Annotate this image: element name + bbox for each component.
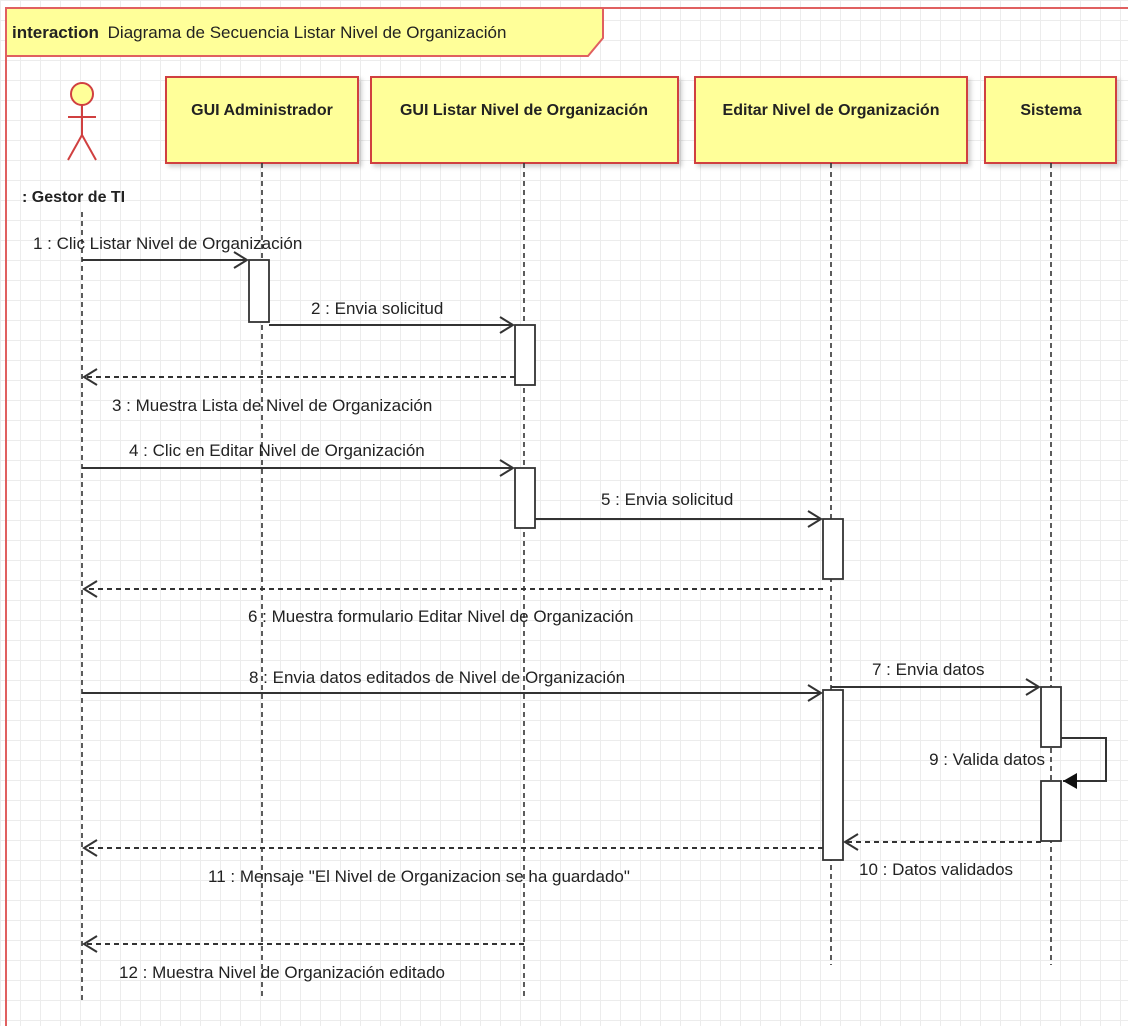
- message-9[interactable]: 9 : Valida datos: [929, 737, 1107, 789]
- message-line: [1061, 737, 1107, 782]
- lifeline-gui-listar[interactable]: GUI Listar Nivel de Organización: [370, 76, 679, 164]
- lifeline-head: [370, 76, 679, 164]
- message-label: 1 : Clic Listar Nivel de Organización: [33, 234, 302, 253]
- message-label: 7 : Envia datos: [872, 660, 984, 679]
- message-label: 10 : Datos validados: [859, 860, 1013, 879]
- lifeline-sistema[interactable]: Sistema: [984, 76, 1117, 164]
- frame-tab: [5, 7, 604, 57]
- lifeline-head: [165, 76, 359, 164]
- actor-gestor[interactable]: : Gestor de TI: [22, 82, 125, 206]
- activation-editar-1: [822, 518, 844, 580]
- filled-arrowhead-icon: [1063, 773, 1077, 789]
- activation-editar-2: [822, 689, 844, 861]
- message-12[interactable]: 12 : Muestra Nivel de Organización edita…: [82, 935, 524, 982]
- message-7[interactable]: 7 : Envia datos: [831, 660, 1041, 696]
- message-label: 12 : Muestra Nivel de Organización edita…: [119, 963, 445, 982]
- message-10[interactable]: 10 : Datos validados: [843, 833, 1041, 879]
- lifeline-gui-admin[interactable]: GUI Administrador: [165, 76, 359, 164]
- message-label: 3 : Muestra Lista de Nivel de Organizaci…: [112, 396, 432, 415]
- message-11[interactable]: 11 : Mensaje "El Nivel de Organizacion s…: [82, 839, 823, 886]
- open-arrowhead-icon: [82, 580, 98, 598]
- lifeline-label: Sistema: [1020, 102, 1081, 119]
- message-label: 6 : Muestra formulario Editar Nivel de O…: [248, 607, 634, 626]
- message-1[interactable]: 1 : Clic Listar Nivel de Organización: [33, 234, 302, 269]
- open-arrowhead-icon: [807, 684, 823, 702]
- activation-bars: [248, 259, 1062, 861]
- message-4[interactable]: 4 : Clic en Editar Nivel de Organización: [82, 441, 515, 477]
- message-2[interactable]: 2 : Envia solicitud: [269, 299, 515, 334]
- message-label: 11 : Mensaje "El Nivel de Organizacion s…: [208, 867, 630, 886]
- activation-sistema-2: [1040, 780, 1062, 842]
- message-label: 4 : Clic en Editar Nivel de Organización: [129, 441, 425, 460]
- message-3[interactable]: 3 : Muestra Lista de Nivel de Organizaci…: [82, 368, 515, 415]
- actor-name: : Gestor de TI: [22, 189, 125, 206]
- open-arrowhead-icon: [82, 839, 98, 857]
- lifeline-head: [694, 76, 968, 164]
- frame-title: interaction Diagrama de Secuencia Listar…: [12, 23, 506, 42]
- message-6[interactable]: 6 : Muestra formulario Editar Nivel de O…: [82, 580, 823, 626]
- message-label: 8 : Envia datos editados de Nivel de Org…: [249, 668, 625, 687]
- lifeline-label: Editar Nivel de Organización: [723, 102, 940, 119]
- message-label: 9 : Valida datos: [929, 750, 1045, 769]
- message-label: 5 : Envia solicitud: [601, 490, 733, 509]
- lifeline-label: GUI Administrador: [191, 102, 333, 119]
- open-arrowhead-icon: [233, 251, 249, 269]
- open-arrowhead-icon: [807, 510, 823, 528]
- actor-stick-figure-icon: [67, 82, 97, 161]
- open-arrowhead-icon: [1025, 678, 1041, 696]
- open-arrowhead-icon: [499, 459, 515, 477]
- frame-keyword: interaction: [12, 23, 99, 42]
- activation-gui-listar-2: [514, 467, 536, 529]
- message-5[interactable]: 5 : Envia solicitud: [535, 490, 823, 528]
- open-arrowhead-icon: [82, 368, 98, 386]
- frame-name: Diagrama de Secuencia Listar Nivel de Or…: [108, 23, 507, 42]
- lifeline-label: GUI Listar Nivel de Organización: [400, 102, 648, 119]
- interaction-frame: interaction Diagrama de Secuencia Listar…: [5, 7, 1128, 1026]
- activation-sistema-1: [1040, 686, 1062, 748]
- open-arrowhead-icon: [499, 316, 515, 334]
- lifeline-head: [984, 76, 1117, 164]
- open-arrowhead-icon: [82, 935, 98, 953]
- lifeline-editar[interactable]: Editar Nivel de Organización: [694, 76, 968, 164]
- message-8[interactable]: 8 : Envia datos editados de Nivel de Org…: [82, 668, 823, 702]
- open-arrowhead-icon: [843, 833, 859, 851]
- message-label: 2 : Envia solicitud: [311, 299, 443, 318]
- activation-gui-admin: [248, 259, 270, 323]
- messages: 1 : Clic Listar Nivel de Organización 2 …: [33, 234, 1107, 982]
- activation-gui-listar-1: [514, 324, 536, 386]
